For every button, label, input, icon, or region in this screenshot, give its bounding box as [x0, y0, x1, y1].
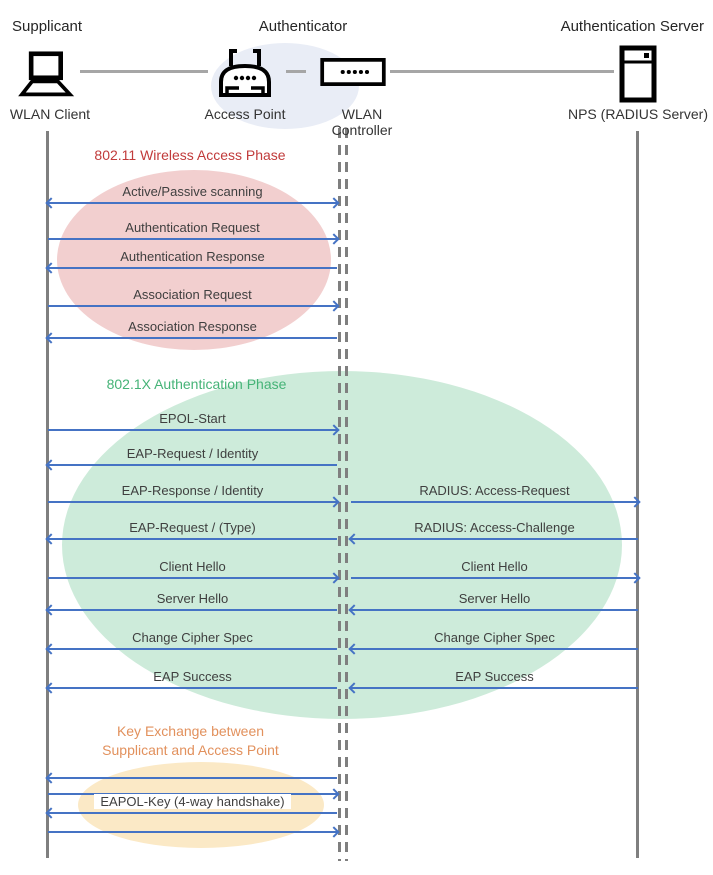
message-arrow	[48, 337, 337, 339]
message-arrow	[351, 577, 638, 579]
wireless-phase-ellipse	[57, 170, 331, 350]
message-label: Client Hello	[461, 559, 528, 574]
role-supplicant-label: Supplicant	[12, 18, 83, 35]
message-row: EAP-Request / Identity	[48, 446, 337, 466]
message-label: Authentication Request	[125, 220, 260, 235]
message-row: Client Hello	[48, 559, 337, 579]
lifeline-wlan-controller-dashed	[345, 128, 348, 861]
phase-title-key-line2: Supplicant and Access Point	[102, 742, 279, 758]
message-label: Association Response	[128, 319, 257, 334]
message-arrow	[48, 777, 337, 779]
message-arrow	[351, 609, 638, 611]
message-row: Server Hello	[351, 591, 638, 611]
server-icon	[619, 45, 657, 103]
message-arrow	[48, 238, 337, 240]
role-authenticator-label: Authenticator	[258, 18, 348, 35]
phase-title-auth: 802.1X Authentication Phase	[106, 376, 287, 392]
message-arrow	[351, 687, 638, 689]
connector-line	[80, 70, 208, 73]
message-arrow	[351, 648, 638, 650]
message-row	[48, 759, 337, 779]
message-label: Active/Passive scanning	[122, 184, 263, 199]
message-row: EAP-Response / Identity	[48, 483, 337, 503]
message-label: EAPOL-Key (4-way handshake)	[48, 794, 337, 810]
message-label: Authentication Response	[120, 249, 265, 264]
message-arrow	[48, 812, 337, 814]
message-label: EAP-Request / (Type)	[129, 520, 256, 535]
message-label: EAP-Response / Identity	[121, 483, 264, 498]
message-arrow	[48, 609, 337, 611]
node-wlan-controller-label: WLAN Controller	[331, 106, 393, 138]
node-nps-label: NPS (RADIUS Server)	[567, 106, 709, 122]
message-row	[48, 775, 337, 795]
message-row	[48, 813, 337, 833]
phase-title-wireless: 802.11 Wireless Access Phase	[94, 147, 286, 163]
message-arrow	[351, 538, 638, 540]
message-label: EAP Success	[455, 669, 534, 684]
message-row: Authentication Response	[48, 249, 337, 269]
message-row: EPOL-Start	[48, 411, 337, 431]
message-label: Server Hello	[156, 591, 229, 606]
lifeline-nps	[636, 131, 639, 858]
access-point-icon	[212, 44, 278, 100]
connector-line	[286, 70, 306, 73]
message-arrow	[48, 577, 337, 579]
message-arrow	[48, 464, 337, 466]
message-arrow	[48, 202, 337, 204]
message-label: Client Hello	[159, 559, 226, 574]
laptop-icon	[14, 51, 76, 99]
node-access-point-label: Access Point	[204, 106, 286, 122]
message-label: Change Cipher Spec	[434, 630, 555, 645]
message-label: EAP Success	[153, 669, 232, 684]
lifeline-access-point-dashed	[338, 128, 341, 861]
message-label: Server Hello	[458, 591, 531, 606]
phase-title-key-line1: Key Exchange between	[116, 723, 265, 739]
message-row: EAP Success	[351, 669, 638, 689]
message-row: RADIUS: Access-Request	[351, 483, 638, 503]
message-label: EAP-Request / Identity	[126, 446, 259, 461]
message-arrow	[48, 648, 337, 650]
phase-title-key-exchange: Key Exchange between Supplicant and Acce…	[88, 722, 293, 760]
message-label: RADIUS: Access-Challenge	[414, 520, 575, 535]
message-row: Client Hello	[351, 559, 638, 579]
lifeline-wlan-client	[46, 131, 49, 858]
message-arrow	[48, 501, 337, 503]
message-arrow	[351, 501, 638, 503]
message-arrow	[48, 267, 337, 269]
message-label: Change Cipher Spec	[132, 630, 253, 645]
message-row: EAP Success	[48, 669, 337, 689]
message-row: Association Response	[48, 319, 337, 339]
message-label: Association Request	[133, 287, 252, 302]
connector-line	[390, 70, 614, 73]
message-row: Active/Passive scanning	[48, 184, 337, 204]
message-row: EAP-Request / (Type)	[48, 520, 337, 540]
message-row: Change Cipher Spec	[48, 630, 337, 650]
message-arrow	[48, 429, 337, 431]
node-wlan-client-label: WLAN Client	[9, 106, 91, 122]
message-row: Change Cipher Spec	[351, 630, 638, 650]
message-label: EPOL-Start	[159, 411, 226, 426]
message-arrow	[48, 305, 337, 307]
message-label: RADIUS: Access-Request	[419, 483, 570, 498]
message-arrow	[48, 538, 337, 540]
message-row: EAPOL-Key (4-way handshake)	[48, 794, 337, 814]
message-row: Server Hello	[48, 591, 337, 611]
message-arrow	[48, 831, 337, 833]
role-auth-server-label: Authentication Server	[560, 18, 704, 35]
message-arrow	[48, 687, 337, 689]
message-row: Association Request	[48, 287, 337, 307]
network-controller-icon	[319, 58, 387, 86]
message-row: RADIUS: Access-Challenge	[351, 520, 638, 540]
message-row: Authentication Request	[48, 220, 337, 240]
